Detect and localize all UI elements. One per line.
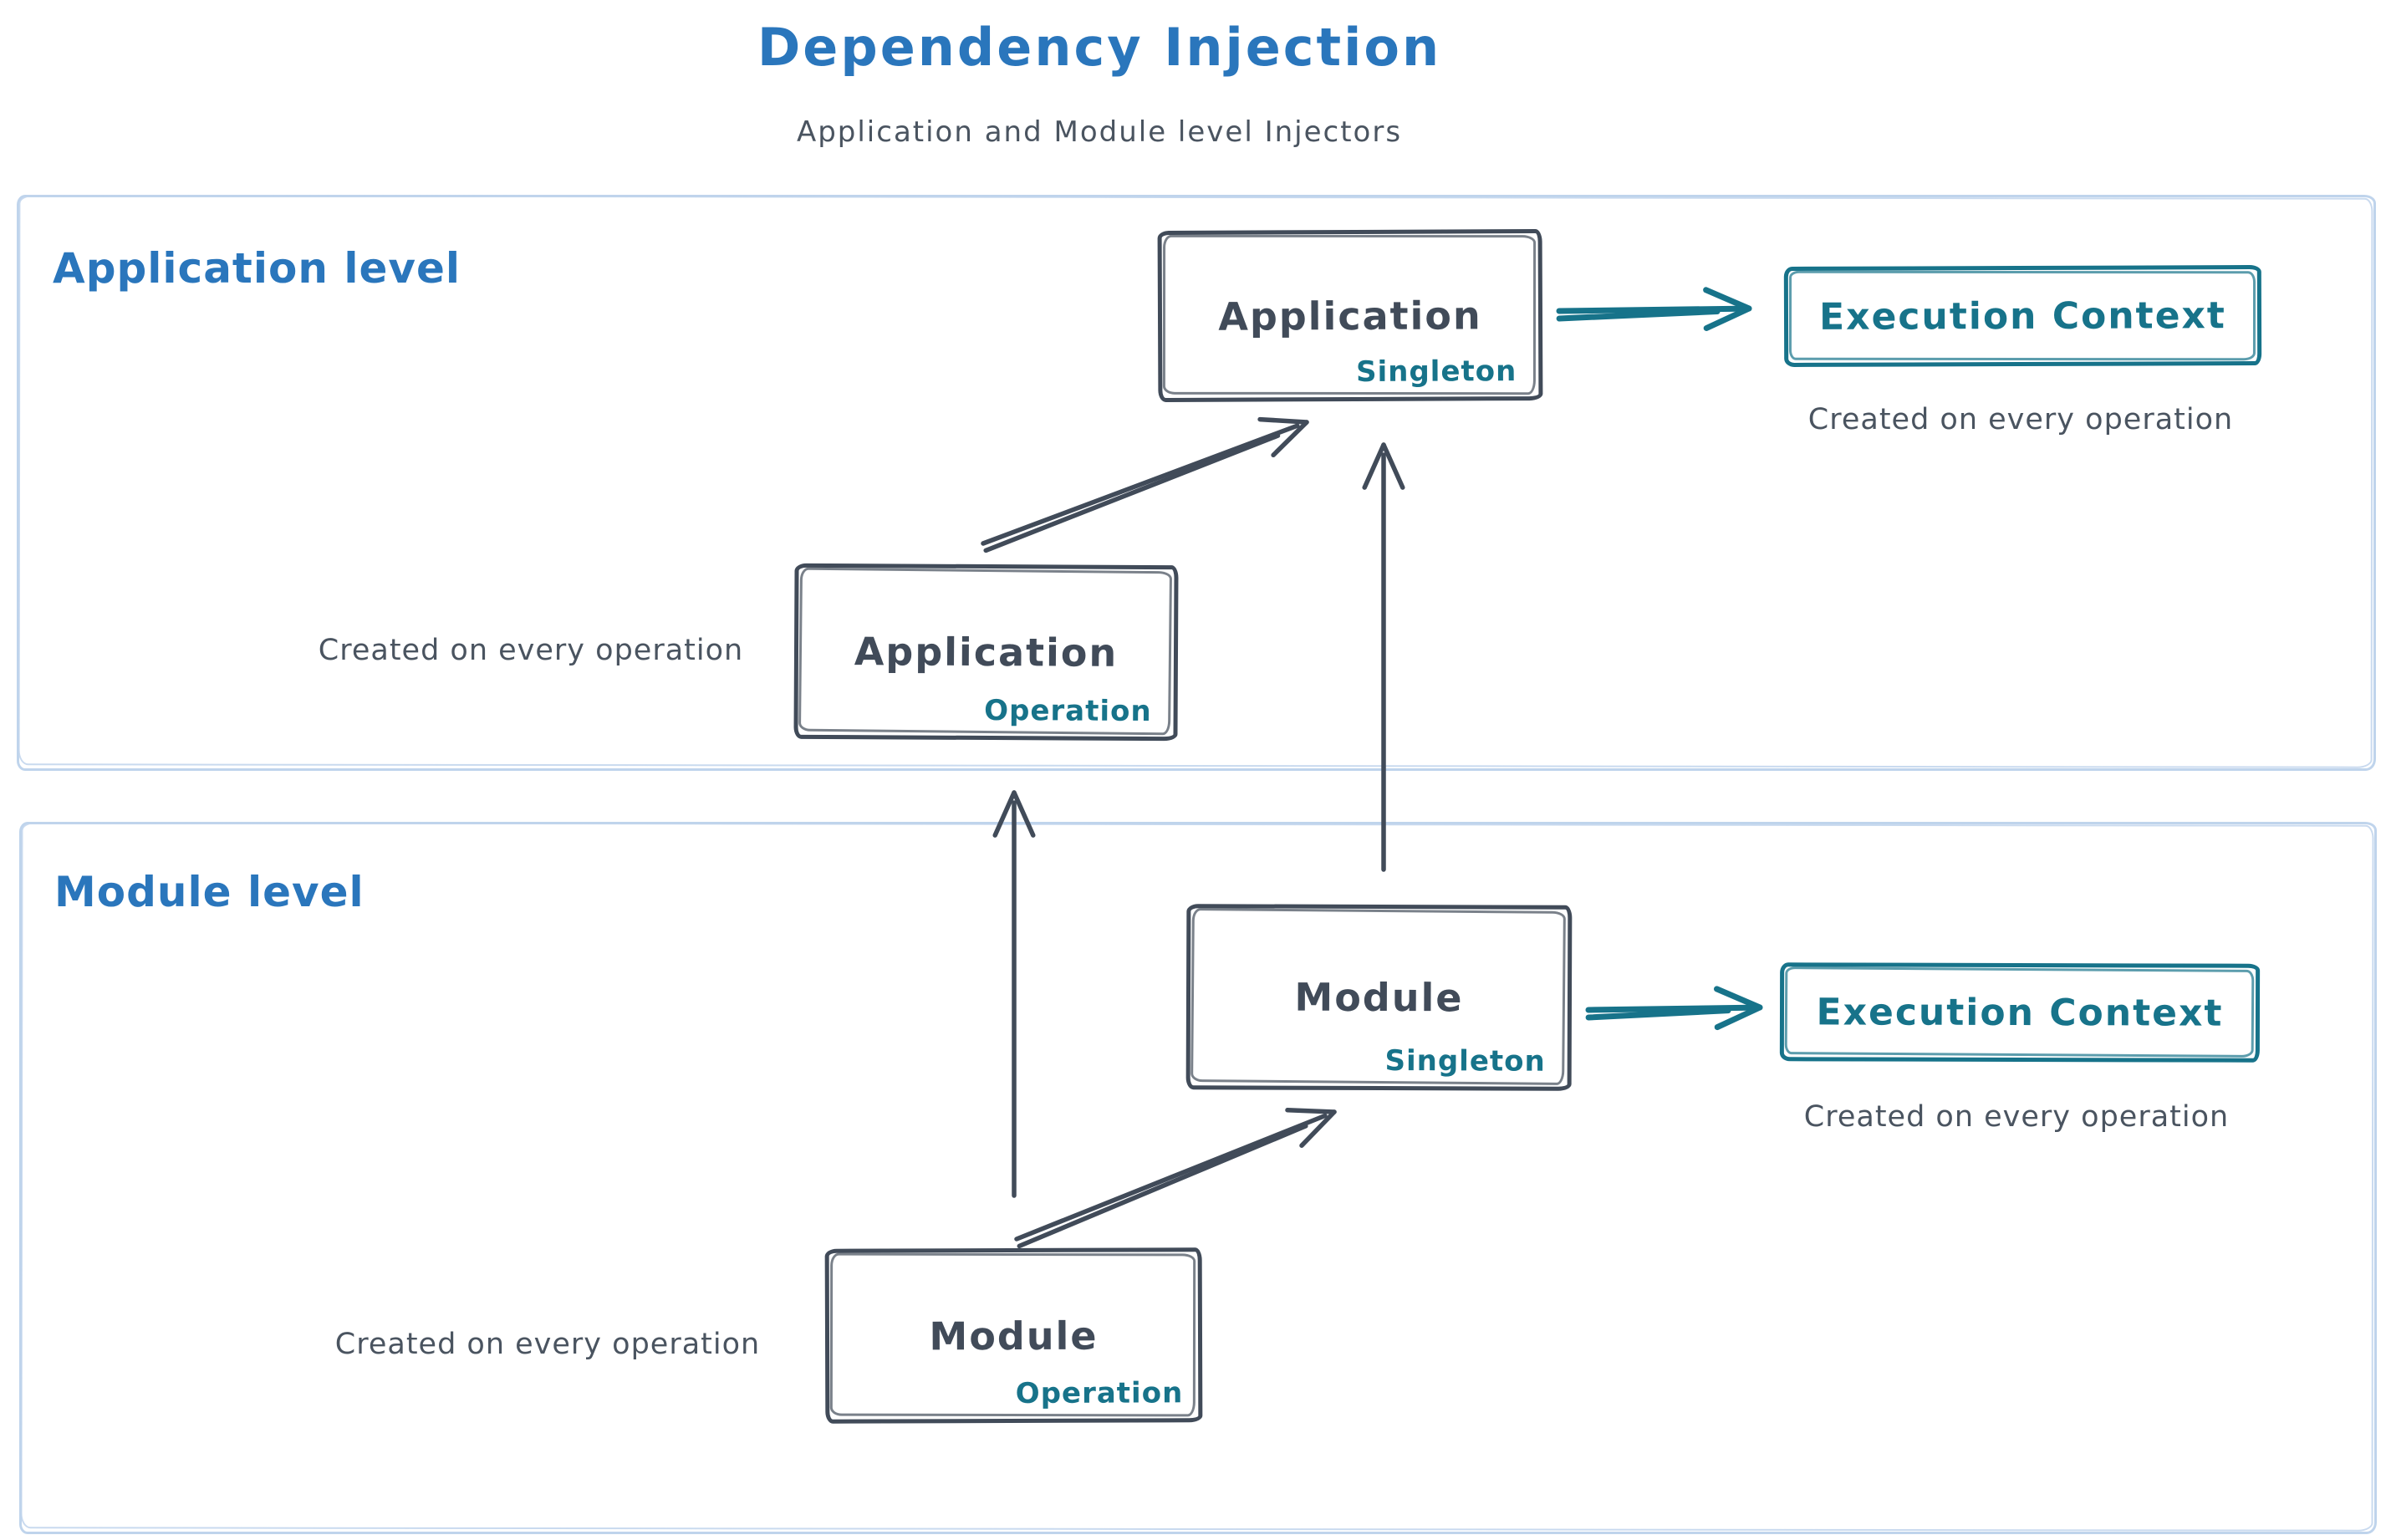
application-execution-note: Created on every operation [1807,403,2234,436]
application-operation-box: Application Operation [793,563,1179,742]
application-singleton-box: Application Singleton [1157,228,1543,403]
module-singleton-box: Module Singleton [1185,904,1573,1091]
module-execution-context-box: Execution Context [1779,962,2261,1063]
module-operation-box: Module Operation [824,1247,1203,1424]
application-execution-context-label: Execution Context [1819,293,2226,339]
application-singleton-tag: Singleton [1355,354,1517,389]
page-title: Dependency Injection [757,17,1442,78]
module-singleton-tag: Singleton [1384,1044,1546,1079]
application-operation-note: Created on every operation [318,634,744,667]
application-level-label: Application level [53,244,461,293]
application-operation-tag: Operation [984,693,1152,729]
module-operation-tag: Operation [1015,1376,1184,1410]
application-execution-context-box: Execution Context [1783,265,2262,367]
module-level-label: Module level [54,868,365,916]
page-subtitle: Application and Module level Injectors [796,115,1403,149]
module-operation-note: Created on every operation [334,1328,761,1361]
module-execution-context-label: Execution Context [1816,990,2224,1035]
application-level-section [17,195,2376,771]
module-level-section [19,822,2377,1534]
module-execution-note: Created on every operation [1803,1100,2230,1134]
